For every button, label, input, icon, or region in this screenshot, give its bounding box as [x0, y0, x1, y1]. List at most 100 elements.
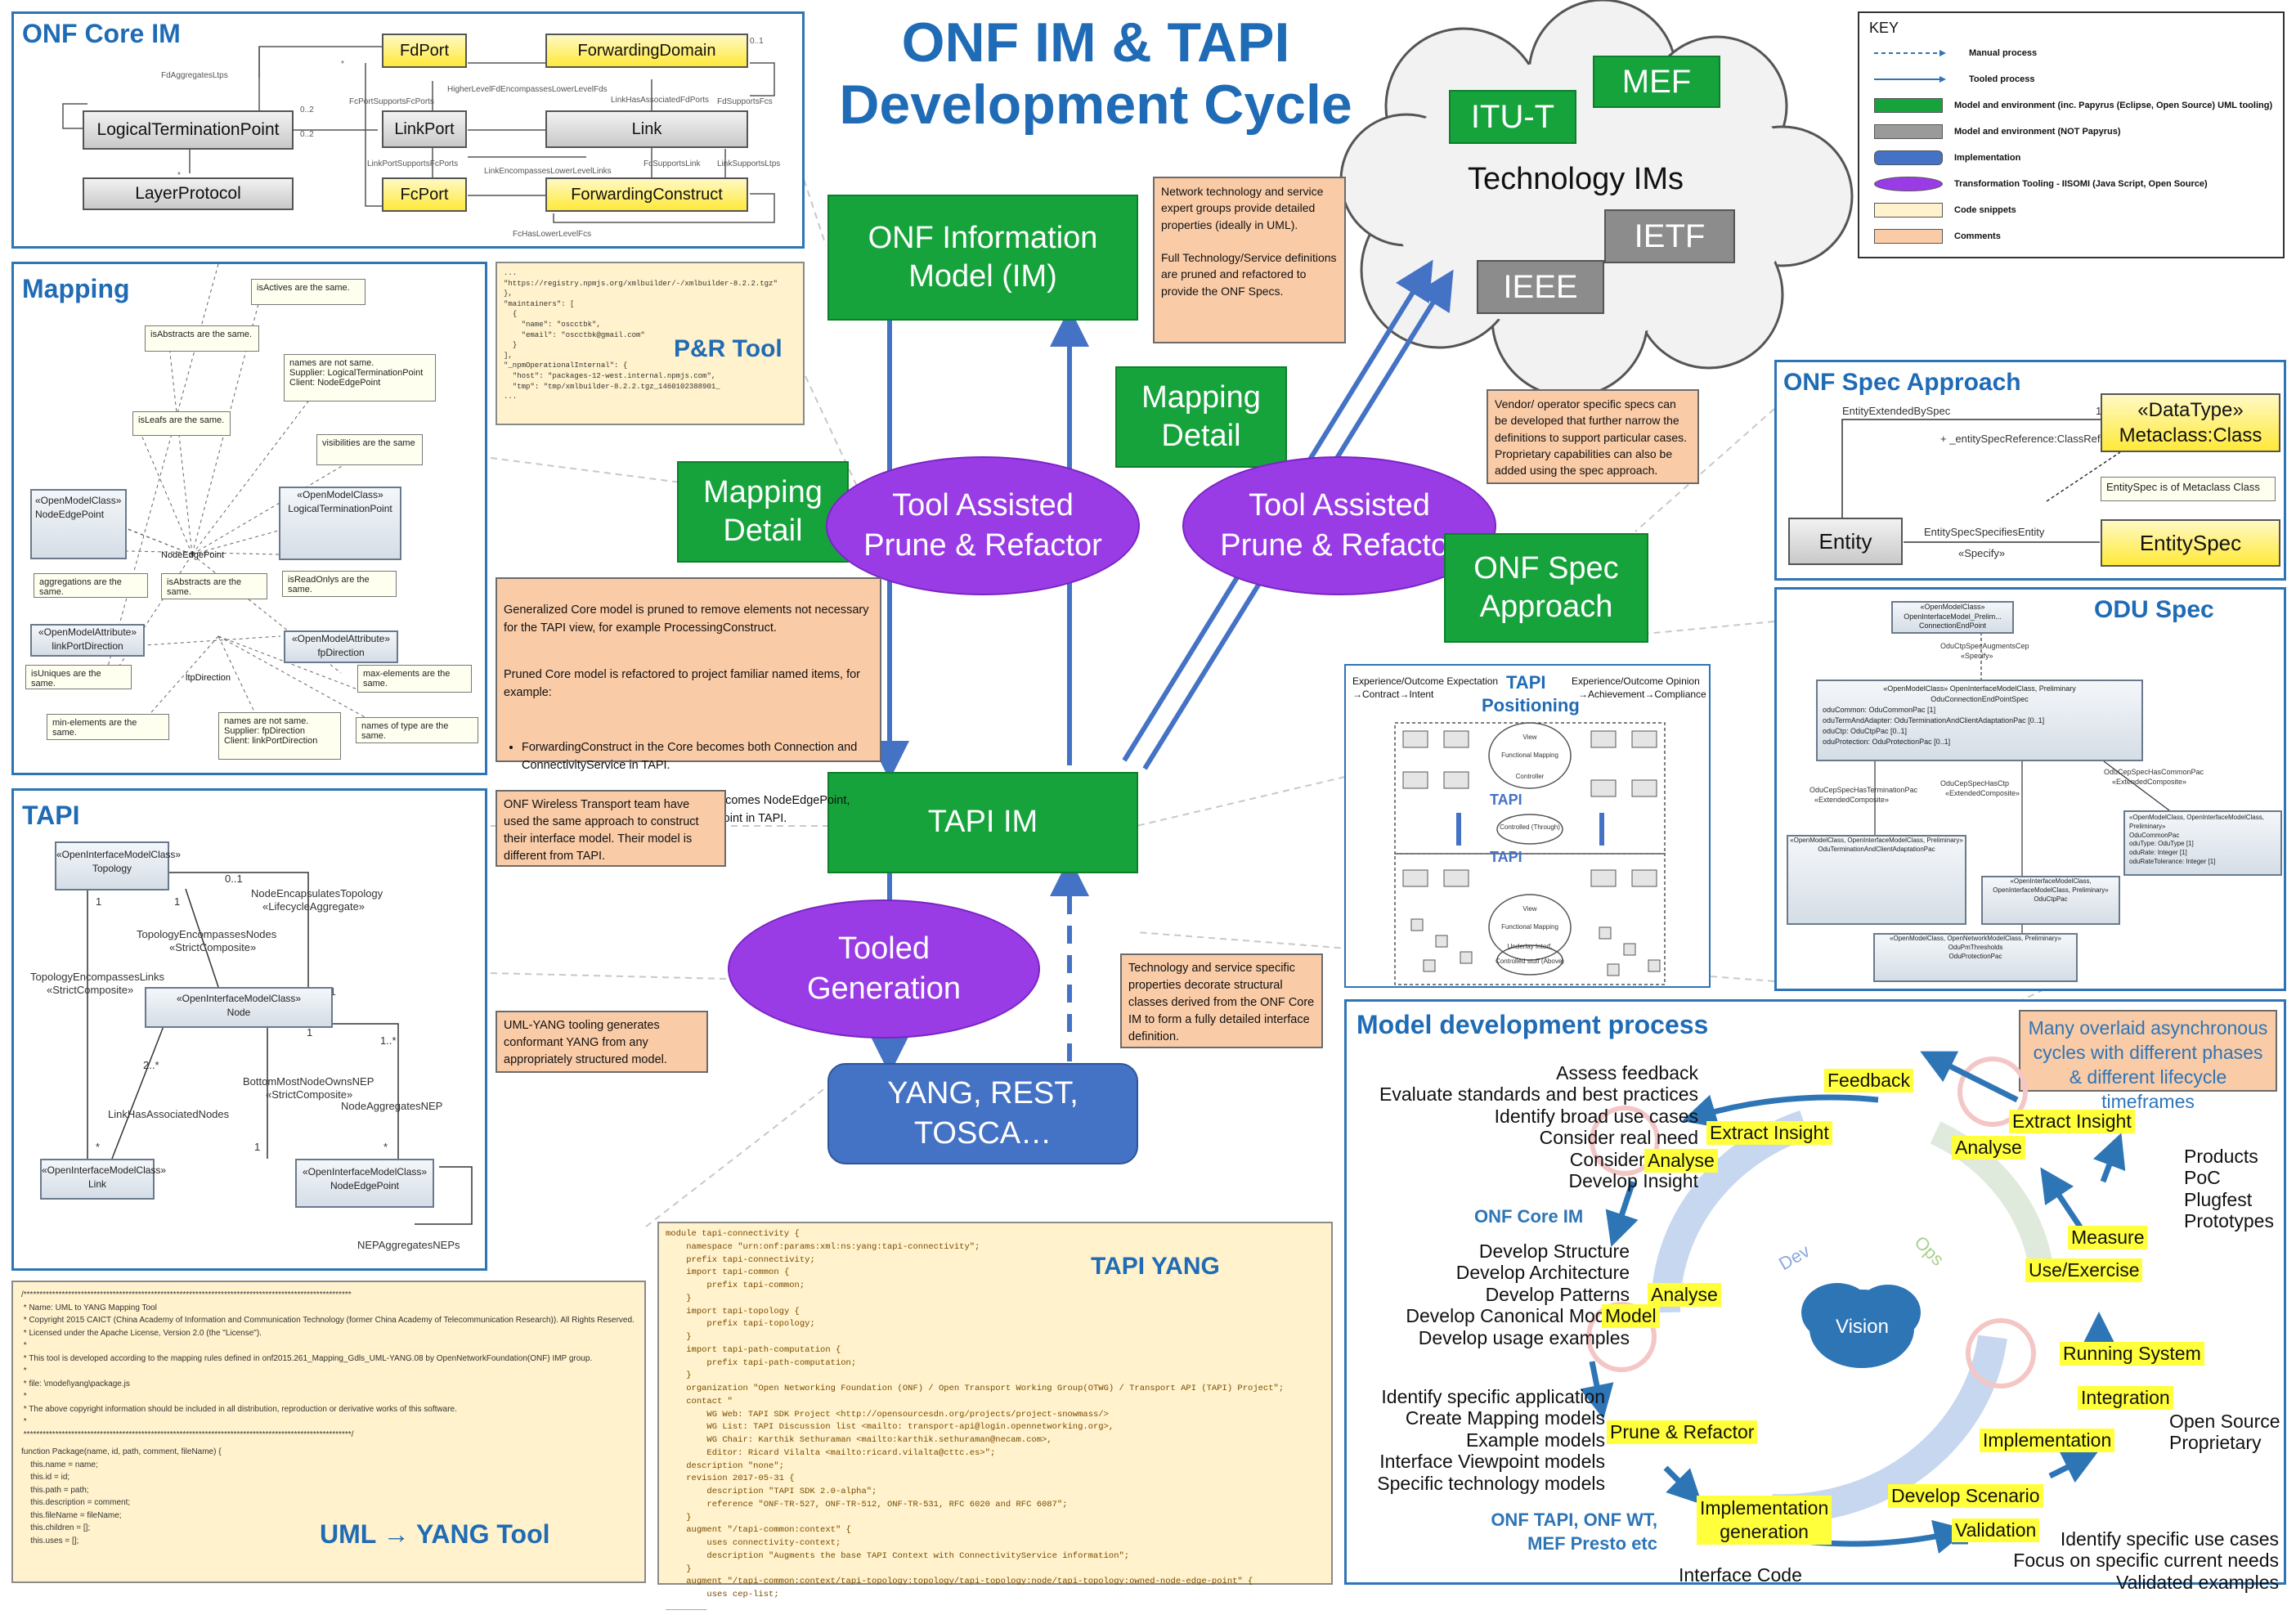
key-blue-swatch [1874, 150, 1943, 165]
key-title: KEY [1869, 20, 1899, 36]
class-layer-protocol: LayerProtocol [83, 177, 294, 210]
class-link: Link [545, 110, 748, 148]
key-transformation-row: Transformation Tooling - IISOMI (Java Sc… [1874, 173, 2208, 195]
model-dev-title: Model development process [1357, 1010, 1709, 1039]
tapi-yang-title: TAPI YANG [1091, 1253, 1220, 1280]
svg-text:*: * [177, 171, 181, 180]
mapping-note-names-ltp: names are not same. Supplier: LogicalTer… [284, 354, 436, 402]
tapi-class-link: «OpenInterfaceModelClass»Link [40, 1159, 166, 1200]
technology-ims-label: Technology IMs [1468, 162, 1684, 196]
comment-wireless-transport: ONF Wireless Transport team have used th… [496, 790, 726, 867]
uml-yang-code: function Package(name, id, path, comment… [21, 1447, 222, 1545]
svg-text:0..2: 0..2 [300, 130, 314, 139]
tapi-class-topology: «OpenInterfaceModelClass»Topology [55, 841, 181, 890]
svg-text:1: 1 [307, 1026, 312, 1039]
mapping-note-minelements: min-elements are the same. [47, 714, 169, 740]
hl-extract-insight-left: Extract Insight [1706, 1121, 1832, 1145]
svg-text:NodeEncapsulatesTopology: NodeEncapsulatesTopology [251, 887, 383, 899]
hl-implementation: Implementation [1980, 1429, 2115, 1452]
odu-class-common-pac: «OpenModelClass, OpenInterfaceModelClass… [2123, 810, 2282, 876]
products-text: Products PoC Plugfest Prototypes [2184, 1146, 2274, 1232]
svg-text:Underlay Interf.: Underlay Interf. [1508, 943, 1553, 950]
hl-analyse-left-mid: Analyse [1648, 1283, 1721, 1307]
tapi-class-node: «OpenInterfaceModelClass»Node [145, 987, 333, 1028]
svg-text:«ExtendedComposite»: «ExtendedComposite» [2112, 778, 2186, 786]
mapping-note-maxelements: max-elements are the same. [357, 665, 472, 693]
tooled-generation-ellipse: Tooled Generation [728, 899, 1040, 1039]
odu-class-cep: «OpenModelClass» OpenInterfaceModel_Prel… [1891, 601, 2014, 634]
class-link-port: LinkPort [382, 110, 467, 148]
svg-text:Controlled (Through): Controlled (Through) [1500, 823, 1560, 831]
svg-text:1: 1 [174, 895, 180, 908]
tapi-association-lines: NodeEncapsulatesTopology «LifecycleAggre… [30, 872, 473, 1251]
positioning-title2: Positioning [1482, 695, 1580, 716]
positioning-drawing: View Functional Mapping Controller Contr… [1394, 722, 1666, 985]
svg-text:Functional Mapping: Functional Mapping [1501, 923, 1558, 931]
spec-datatype-metaclass: «DataType»Metaclass:Class [2101, 393, 2280, 452]
svg-text:BottomMostNodeOwnsNEP: BottomMostNodeOwnsNEP [243, 1075, 374, 1088]
svg-text:FcPortSupportsFcPorts: FcPortSupportsFcPorts [349, 97, 434, 106]
svg-text:View: View [1522, 733, 1536, 741]
tapi-im-box: TAPI IM [827, 772, 1138, 873]
tapi-panel: TAPI NodeEncapsulatesTopology «Lifecycle… [11, 788, 487, 1271]
odu-class-pm-thresholds: «OpenModelClass, OpenNetworkModelClass, … [1873, 933, 2078, 982]
svg-text:1..*: 1..* [380, 1034, 397, 1047]
mapping-note-visibilities: visibilities are the same [316, 434, 423, 465]
positioning-title1: TAPI [1506, 672, 1546, 693]
tech-mef-box: MEF [1593, 56, 1720, 108]
svg-text:OduCtpSpecAugmentsCep: OduCtpSpecAugmentsCep [1940, 642, 2029, 650]
spec-entity-class: Entity [1788, 518, 1903, 565]
interface-code-text: Interface Code [1679, 1564, 1802, 1586]
svg-text:*: * [383, 1141, 388, 1153]
key-panel: KEY Manual process Tooled process Model … [1858, 11, 2285, 258]
uml-yang-header: /***************************************… [21, 1290, 635, 1439]
svg-text:TopologyEncompassesNodes: TopologyEncompassesNodes [137, 928, 277, 940]
vision-label: Vision [1836, 1316, 1889, 1338]
svg-text:HigherLevelFdEncompassesLowerL: HigherLevelFdEncompassesLowerLevelFds [447, 85, 608, 94]
comment-uml-yang: UML-YANG tooling generates conformant YA… [496, 1011, 708, 1073]
svg-text:EntityExtendedBySpec: EntityExtendedBySpec [1842, 405, 1951, 417]
hl-implementation-generation: Implementation generation [1697, 1496, 1832, 1545]
svg-text:OduCepSpecHasCtp: OduCepSpecHasCtp [1940, 779, 2009, 787]
svg-text:1: 1 [96, 895, 101, 908]
svg-text:Functional Mapping: Functional Mapping [1501, 751, 1558, 759]
tapi-positioning-panel: TAPI Positioning Experience/Outcome Expe… [1344, 664, 1711, 988]
svg-text:EntitySpecSpecifiesEntity: EntitySpecSpecifiesEntity [1924, 526, 2045, 538]
hl-integration: Integration [2078, 1386, 2173, 1410]
main-title-line1: ONF IM & TAPI [901, 11, 1290, 74]
positioning-tapi-label1: TAPI [1490, 792, 1522, 808]
svg-text:FcHasLowerLevelFcs: FcHasLowerLevelFcs [513, 230, 591, 239]
class-logical-termination-point: LogicalTerminationPoint [83, 110, 294, 150]
tapi-yang-snippet: module tapi-connectivity { namespace "ur… [657, 1222, 1333, 1613]
svg-text:«StrictComposite»: «StrictComposite» [47, 984, 133, 996]
svg-text:OduCepSpecHasCommonPac: OduCepSpecHasCommonPac [2104, 768, 2204, 776]
pr-tool-title: P&R Tool [674, 335, 783, 362]
hl-feedback: Feedback [1824, 1069, 1914, 1092]
uml-yang-snippet: /***************************************… [11, 1281, 646, 1583]
mapping-attr-fpdirection: «OpenModelAttribute»fpDirection [284, 630, 398, 663]
mapping-class-nep: «OpenModelClass»NodeEdgePoint [30, 489, 127, 559]
key-comments-row: Comments [1874, 226, 2001, 247]
comment-network-technology: Network technology and service expert gr… [1153, 177, 1346, 343]
key-implementation-row: Implementation [1874, 147, 2020, 168]
key-papyrus-row: Model and environment (inc. Papyrus (Ecl… [1874, 95, 2272, 116]
mapping-note-aggregations: aggregations are the same. [34, 573, 148, 598]
svg-text:«ExtendedComposite»: «ExtendedComposite» [1945, 789, 2020, 797]
key-snippet-swatch [1874, 203, 1943, 218]
onf-tapi-label: ONF TAPI, ONF WT, MEF Presto etc [1491, 1510, 1657, 1554]
svg-text:*: * [341, 60, 344, 69]
positioning-right2: →Achievement→Compliance [1578, 689, 1706, 700]
model-development-panel: Model development process Many overlaid … [1344, 999, 2286, 1593]
class-fd-port: FdPort [382, 34, 467, 68]
spec-entityspec-class: EntitySpec [2101, 519, 2280, 567]
onf-core-im-title: ONF Core IM [22, 19, 181, 48]
hl-running-system: Running System [2060, 1342, 2204, 1366]
odu-class-ctp-pac: «OpenInterfaceModelClass, OpenInterfaceM… [1981, 876, 2120, 925]
svg-text:«Specify»: «Specify» [1958, 547, 2005, 559]
mapping-center-nep: NodeEdgePoint [161, 550, 225, 560]
key-green-swatch [1874, 98, 1943, 113]
key-tooled-process: Tooled process [1969, 74, 2035, 84]
positioning-tapi-label2: TAPI [1490, 849, 1522, 865]
svg-text:LinkHasAssociatedFdPorts: LinkHasAssociatedFdPorts [611, 96, 709, 105]
key-comment-swatch [1874, 229, 1943, 244]
